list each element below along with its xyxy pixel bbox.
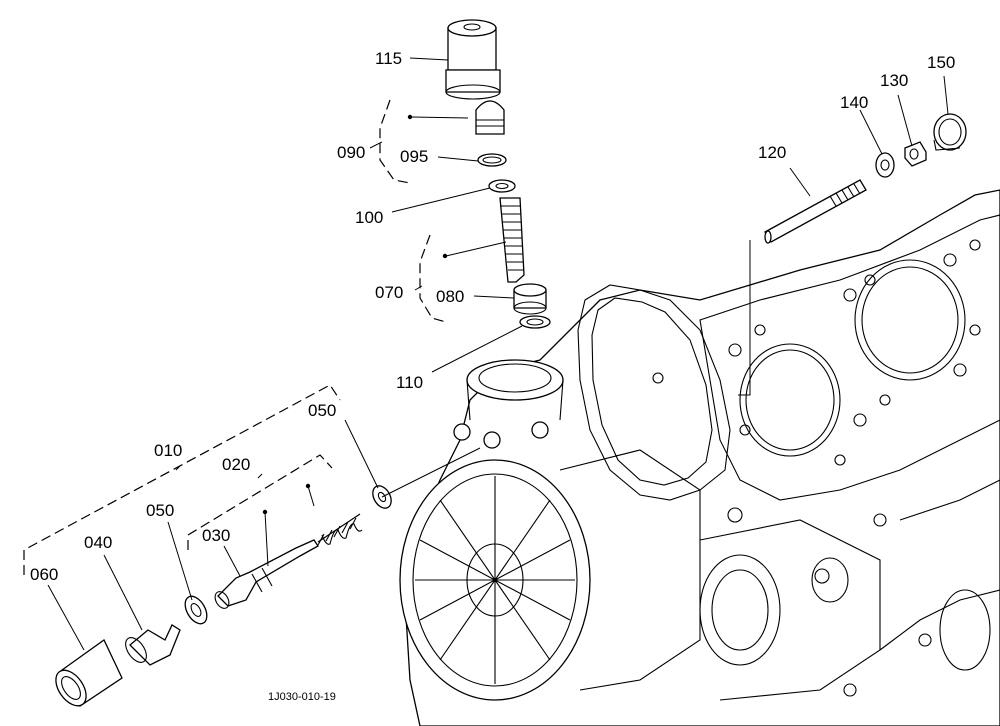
stud-120 [764, 179, 867, 244]
assembly-brackets [23, 99, 447, 575]
callout-060: 060 [30, 565, 58, 584]
callout-010: 010 [154, 441, 182, 460]
washer-050-lower [184, 595, 208, 625]
callout-020: 020 [222, 455, 250, 474]
spring-020 [317, 513, 363, 546]
callout-140: 140 [840, 93, 868, 112]
plug-040 [125, 624, 181, 666]
callout-120: 120 [758, 143, 786, 162]
sleeve-060 [55, 639, 123, 707]
o-ring-110 [519, 315, 551, 329]
callout-070: 070 [375, 283, 403, 302]
spring-070 [499, 197, 525, 283]
callout-150: 150 [927, 53, 955, 72]
callout-110: 110 [396, 373, 423, 392]
callout-040: 040 [84, 533, 112, 552]
figure-code: 1J030-010-19 [268, 691, 336, 703]
callout-115: 115 [375, 49, 402, 68]
valve-090 [475, 100, 505, 135]
callout-labels: 115 090 095 100 070 080 110 120 140 130 … [30, 49, 955, 703]
engine-block [399, 189, 1000, 726]
washer-140 [875, 152, 895, 178]
snap-ring-095 [477, 153, 507, 167]
callout-050-upper: 050 [308, 401, 336, 420]
callout-130: 130 [880, 71, 908, 90]
callout-095: 095 [400, 147, 428, 166]
cap-150 [933, 113, 967, 151]
nut-130 [904, 141, 927, 167]
washer-100 [488, 179, 516, 193]
callout-030: 030 [202, 526, 230, 545]
callout-050-lower: 050 [146, 501, 174, 520]
callout-080: 080 [436, 287, 464, 306]
callout-090: 090 [337, 143, 365, 162]
bushing-080 [513, 283, 547, 315]
cap-115 [445, 19, 501, 100]
piston-030 [214, 539, 319, 609]
callout-100: 100 [355, 208, 383, 227]
leader-lines [47, 57, 949, 651]
